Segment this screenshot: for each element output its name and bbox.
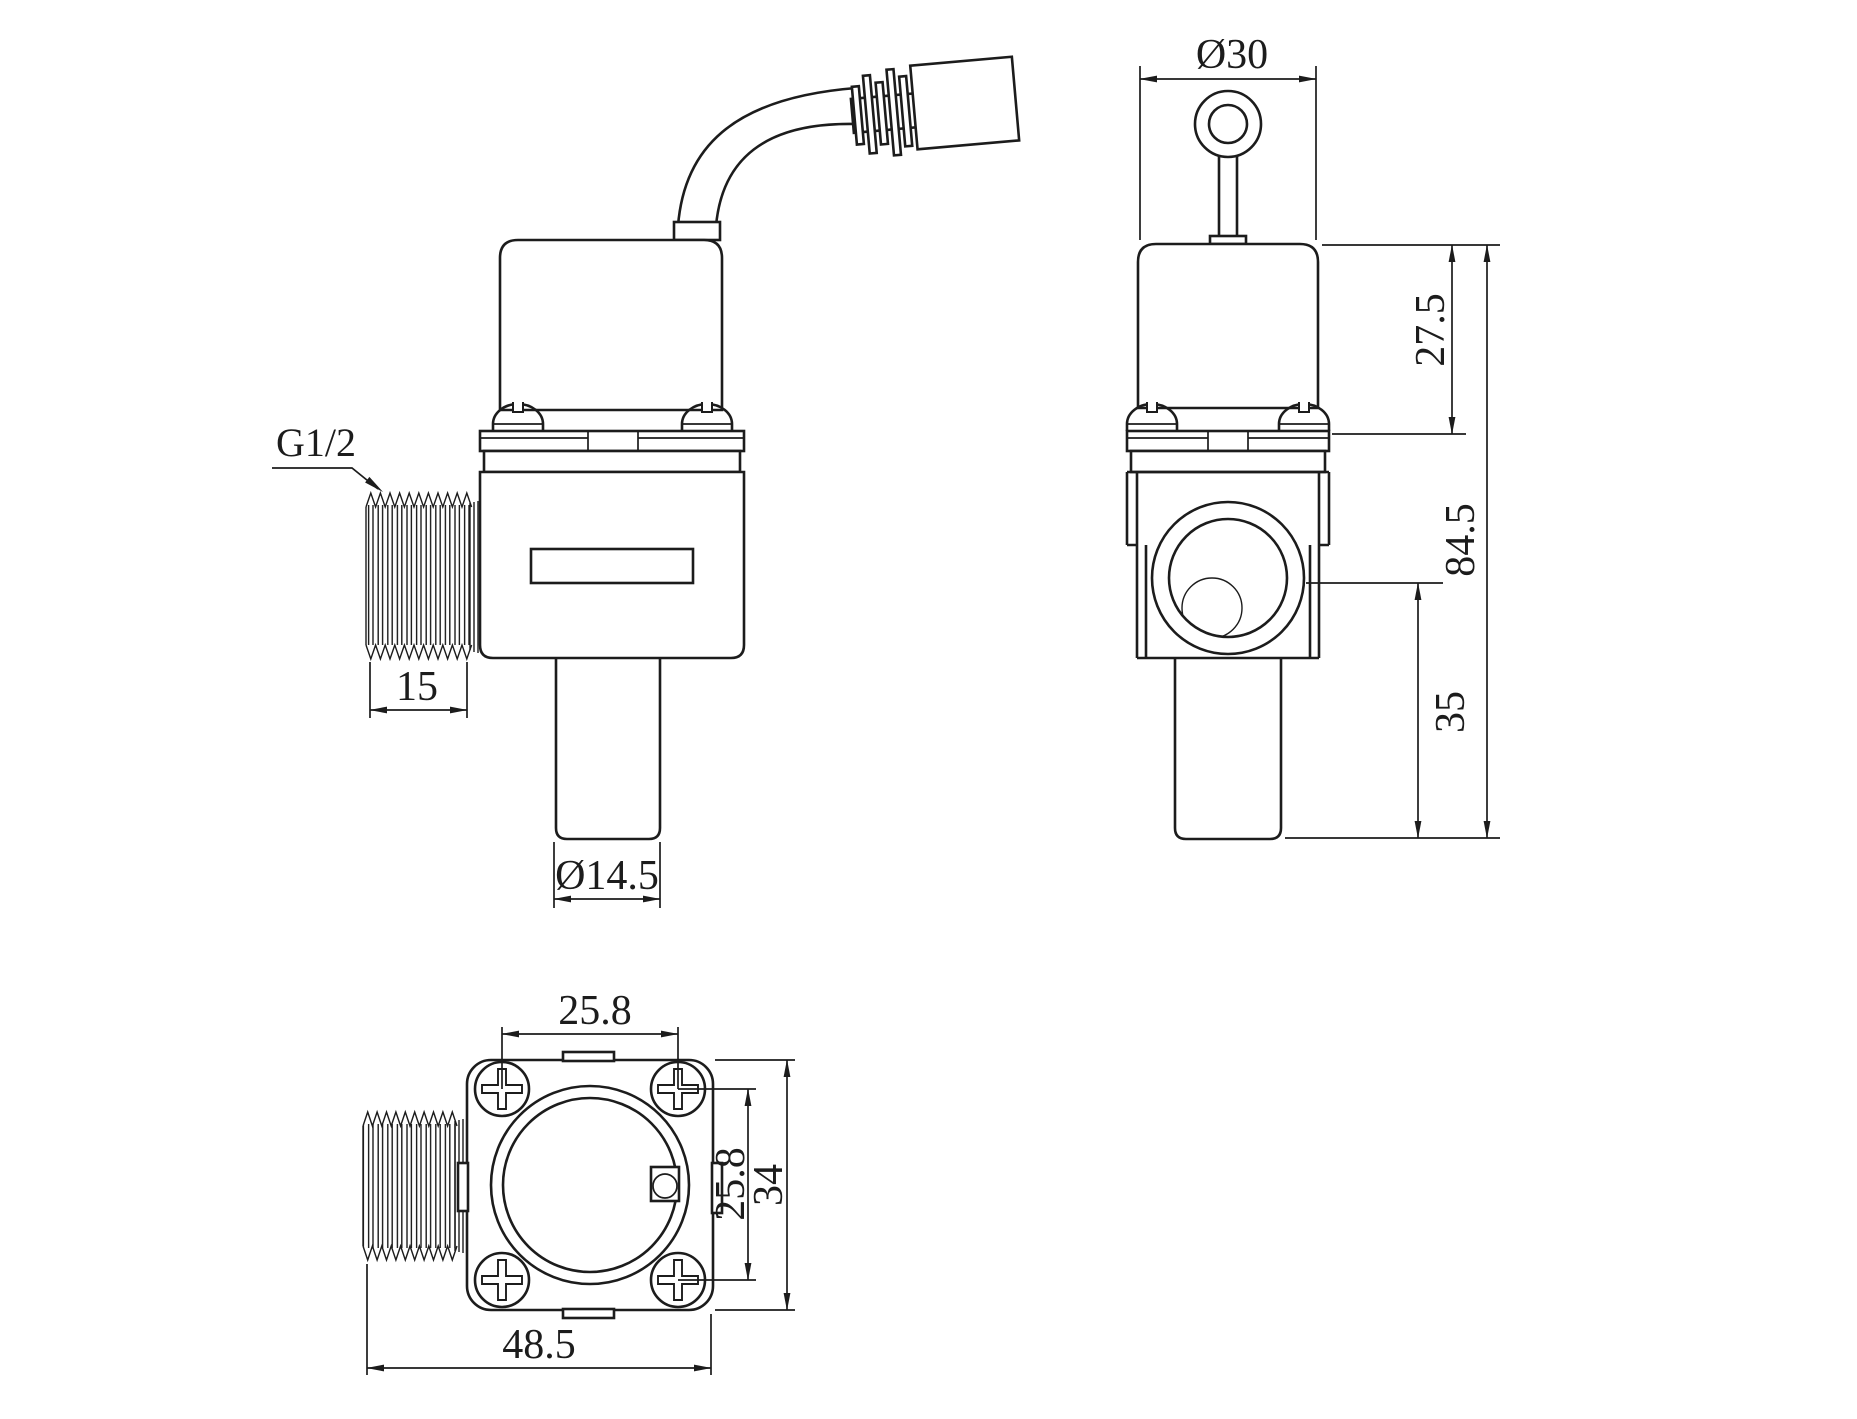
dim-overall-length: 48.5 (366, 1264, 712, 1375)
dim-coil-height: 27.5 (1408, 244, 1456, 435)
dim-text: 27.5 (1408, 293, 1454, 367)
flange-notch (1207, 431, 1249, 451)
front-view: Ø30 27.5 84.5 35 (1125, 32, 1500, 841)
inlet-thread (365, 490, 479, 662)
dim-screw-spacing-y: 25.8 (678, 1088, 756, 1281)
ring-stem (1217, 155, 1239, 236)
dim-overall-height: 84.5 (1438, 244, 1491, 839)
valve-body (1125, 470, 1331, 660)
valve-body (478, 470, 746, 660)
plate-tab-bottom (561, 1307, 616, 1320)
strain-relief-fin (885, 67, 903, 157)
strain-relief-fin (850, 84, 866, 146)
inlet-port-outer (1150, 500, 1306, 656)
bore-outer-circle (489, 1084, 691, 1286)
gasket-band (482, 449, 742, 474)
dim-text: Ø14.5 (555, 853, 659, 899)
filter-mesh (1167, 517, 1289, 639)
dim-outlet-diameter: Ø14.5 (553, 842, 661, 908)
strain-relief-fin (874, 80, 890, 146)
coil-body (498, 238, 724, 412)
dim-text: 34 (746, 1164, 792, 1206)
plate-tab-right (710, 1161, 724, 1215)
dim-text: 25.8 (708, 1147, 754, 1221)
dim-text: 15 (396, 664, 438, 710)
dim-text: 48.5 (502, 1322, 576, 1368)
bottom-view: 25.8 25.8 34 48.5 (362, 988, 795, 1375)
dim-text: 35 (1428, 691, 1474, 733)
strain-relief-fin (897, 74, 914, 148)
plate-tab-left (456, 1161, 470, 1213)
dim-text: 84.5 (1438, 503, 1484, 577)
dim-screw-spacing-x: 25.8 (501, 988, 679, 1089)
dim-body-side: 34 (715, 1059, 795, 1311)
dim-text: 25.8 (558, 988, 632, 1034)
dim-thread-length: 15 (369, 662, 468, 718)
dim-ring-diameter: Ø30 (1139, 32, 1317, 240)
dim-outlet-section: 35 (1414, 582, 1474, 839)
outlet-tube (1173, 658, 1283, 841)
sensor-housing (649, 1165, 681, 1203)
dim-text: Ø30 (1196, 32, 1268, 78)
coil-body (1136, 242, 1320, 410)
inner-orifice (1181, 577, 1243, 636)
flange-plate (478, 429, 746, 453)
cable (676, 86, 857, 227)
thread-spec-label: G1/2 (276, 420, 356, 465)
side-view: G1/2 15 Ø14.5 (272, 55, 1021, 908)
connector-plug (908, 55, 1021, 151)
plate-tab-top (561, 1050, 616, 1063)
outlet-tube (554, 658, 662, 841)
flange-plate (1125, 429, 1331, 453)
sensor-eye (652, 1173, 678, 1199)
hanging-ring-inner (1207, 103, 1249, 145)
inlet-thread (362, 1109, 464, 1263)
body-recess (529, 547, 695, 585)
strain-relief-fin (861, 73, 879, 155)
cable-connector (849, 55, 1021, 157)
leader-arrow (365, 476, 383, 492)
thread-callout: G1/2 (272, 420, 383, 492)
extension-lines (1285, 244, 1500, 839)
gasket-band (1129, 449, 1327, 474)
cable-gland (672, 220, 722, 242)
hanging-ring-outer (1193, 89, 1263, 159)
corner-screw-bottom-left (473, 1251, 531, 1309)
flange-notch (587, 431, 639, 451)
